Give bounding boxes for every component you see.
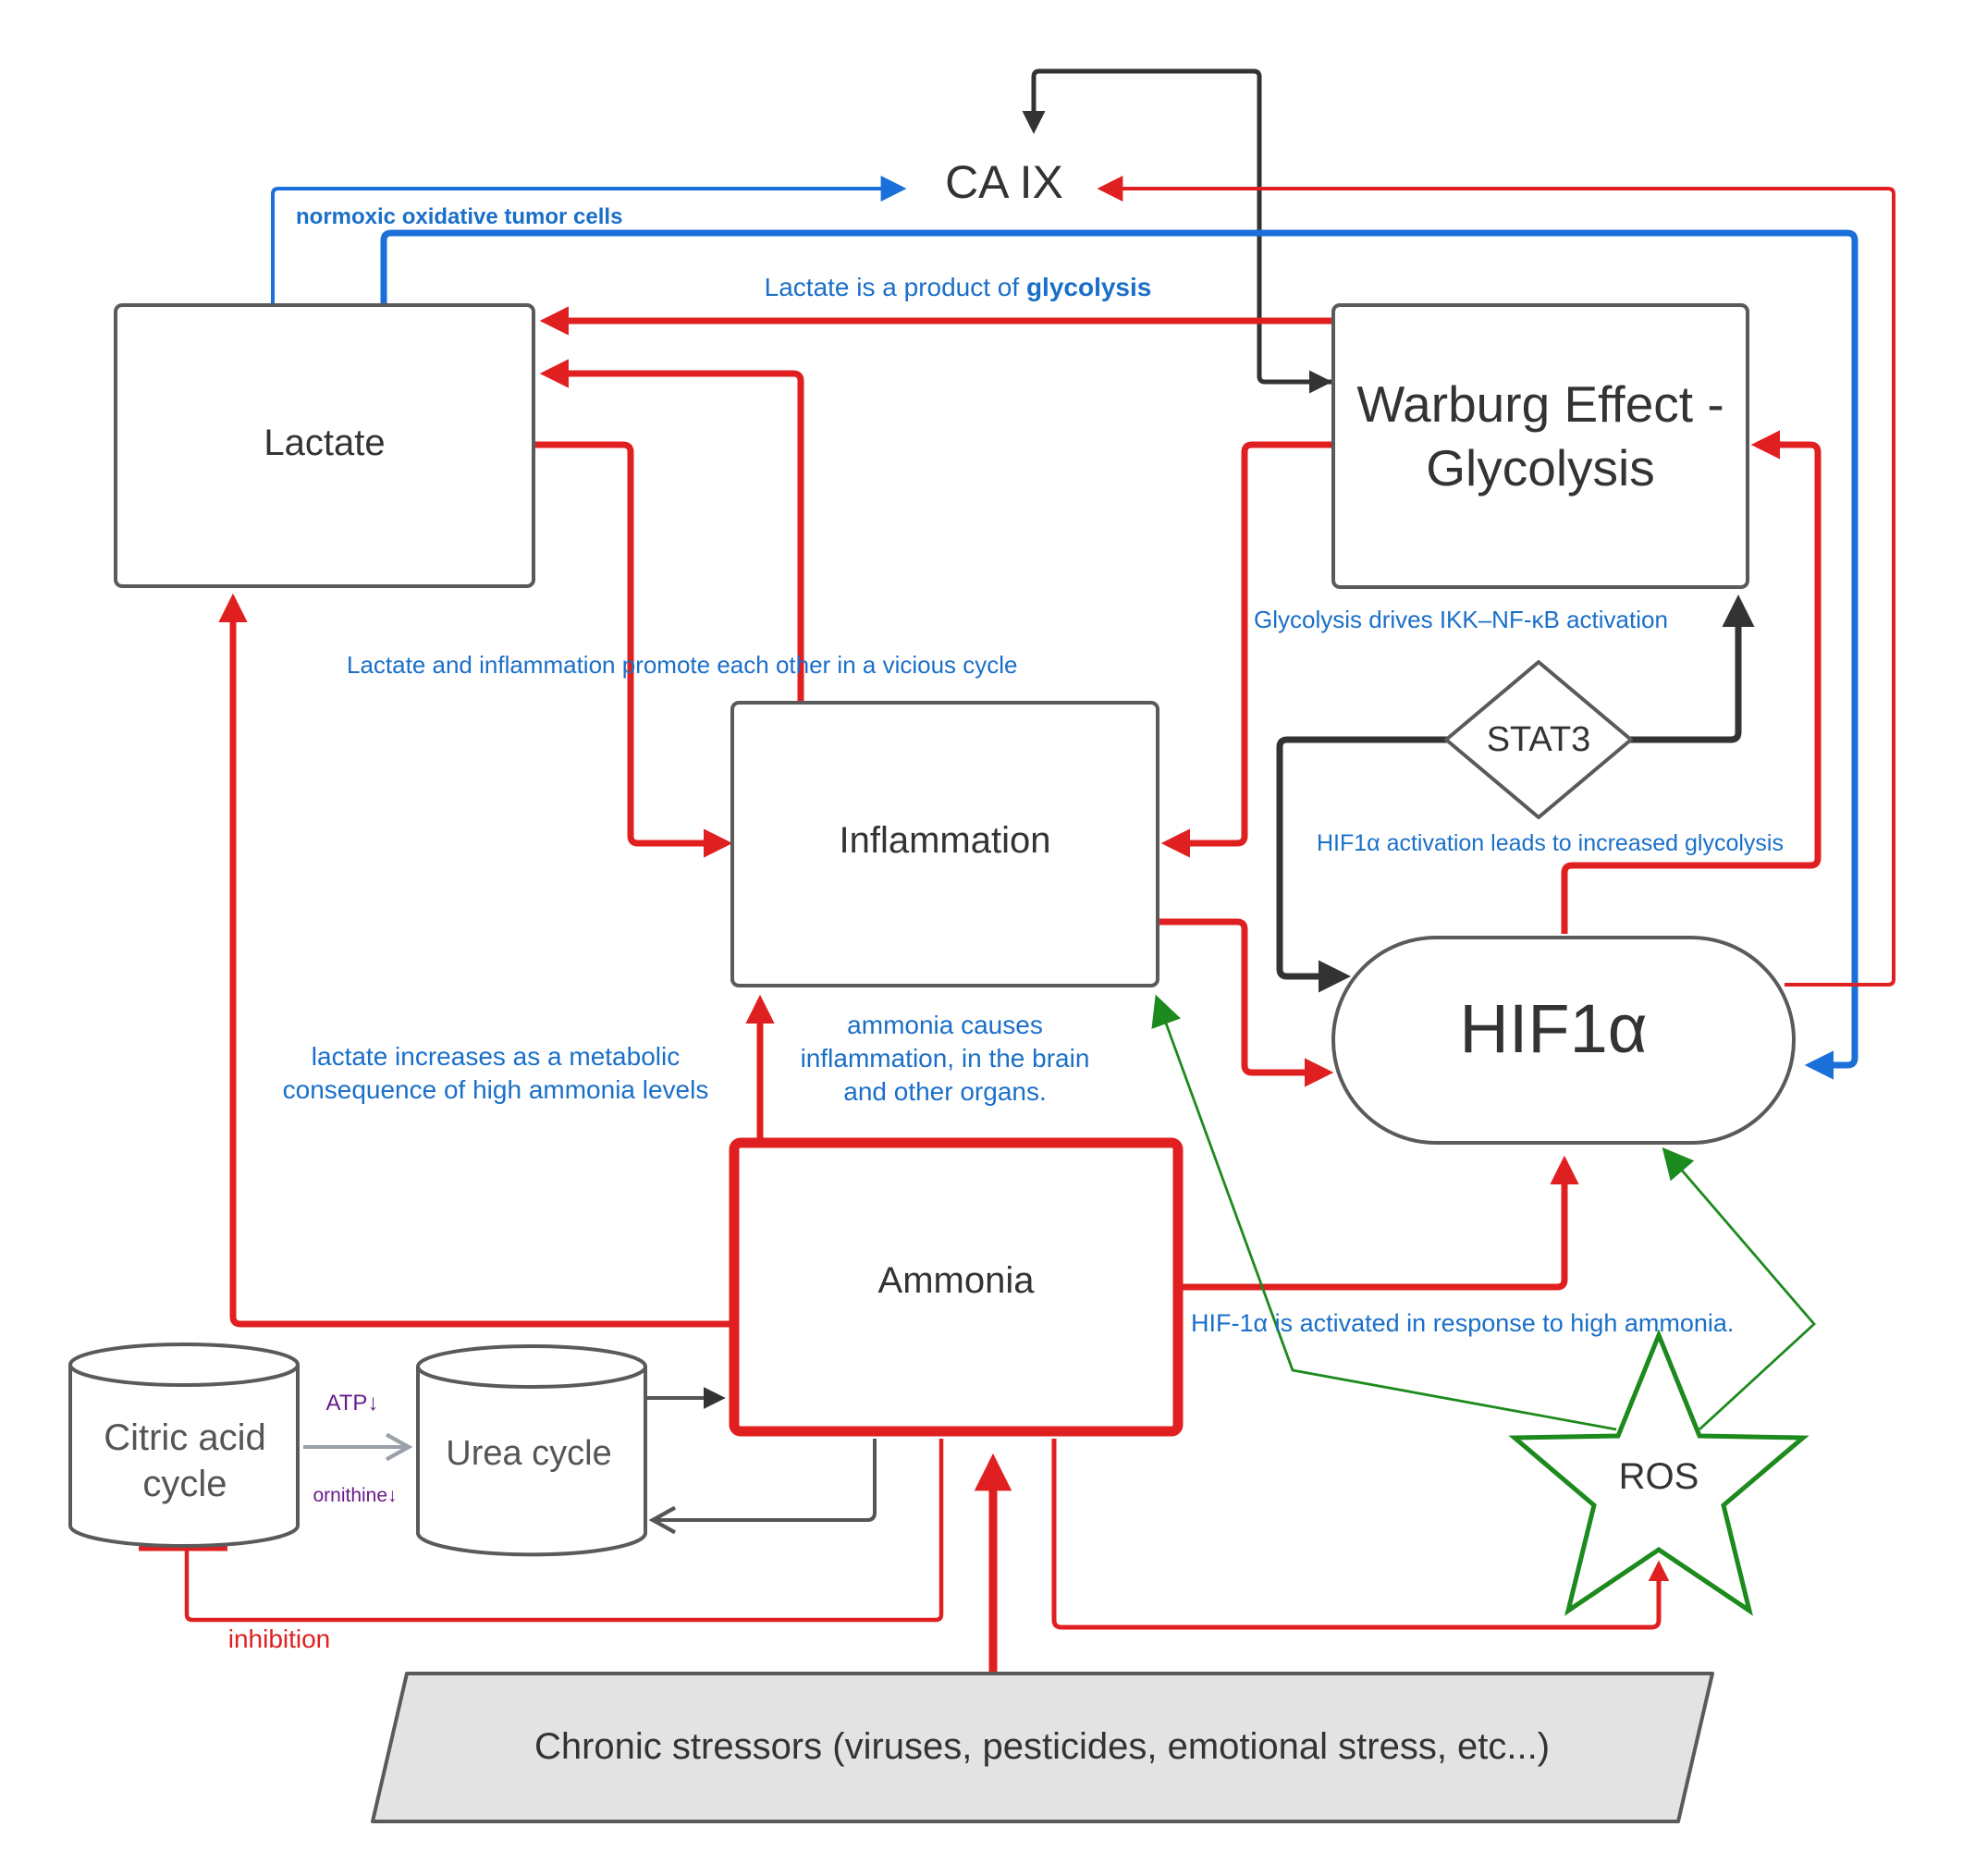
edge-inflammation-lactate — [539, 359, 804, 701]
node-warburg[interactable]: Warburg Effect - Glycolysis — [1331, 303, 1749, 589]
node-inflammation[interactable]: Inflammation — [730, 701, 1159, 987]
node-ros-label: ROS — [1619, 1456, 1699, 1497]
edge-lactate-inflammation — [534, 441, 733, 858]
node-citric-acid-cycle[interactable]: Citric acid cycle — [68, 1343, 300, 1548]
node-lactate[interactable]: Lactate — [114, 303, 535, 588]
annotation-inhibition: inhibition — [228, 1625, 331, 1653]
edge-ammonia-hif1a — [1182, 1155, 1579, 1291]
node-lactate-label: Lactate — [264, 423, 385, 463]
edge-hif1a-caix — [1097, 176, 1895, 987]
annotation-ornithine: ornithine↓ — [313, 1485, 397, 1506]
node-ros[interactable]: ROS — [1508, 1329, 1809, 1616]
annotation-lactate-increases-line2: consequence of high ammonia levels — [283, 1075, 709, 1104]
annotation-ammonia-causes-line2: inflammation, in the brain — [801, 1044, 1090, 1073]
annotation-lactate-product-bold: glycolysis — [1026, 273, 1151, 301]
node-urea-cycle[interactable]: Urea cycle — [416, 1344, 647, 1557]
annotation-vicious-cycle: Lactate and inflammation promote each ot… — [347, 651, 1018, 679]
node-caix-label[interactable]: CA IX — [945, 156, 1063, 208]
node-citric-label-line2: cycle — [142, 1464, 227, 1504]
node-citric-label-line1: Citric acid — [104, 1417, 266, 1458]
node-inflammation-label: Inflammation — [840, 820, 1051, 861]
edge-stat3-hif1a — [1276, 736, 1448, 993]
node-warburg-label-line2: Glycolysis — [1426, 439, 1655, 497]
node-hif1a[interactable]: HIF1α — [1331, 936, 1796, 1145]
node-ammonia-label: Ammonia — [878, 1260, 1036, 1301]
node-stat3-label: STAT3 — [1487, 720, 1591, 759]
edge-inflammation-hif1a — [1159, 918, 1334, 1087]
annotation-normoxic: normoxic oxidative tumor cells — [296, 204, 622, 229]
node-hif1a-label: HIF1α — [1459, 990, 1647, 1067]
edge-ammonia-ros — [1051, 1439, 1670, 1630]
annotation-atp: ATP↓ — [326, 1391, 379, 1416]
node-stat3[interactable]: STAT3 — [1444, 660, 1633, 819]
edge-ammonia-lactate — [218, 593, 730, 1328]
edge-ammonia-citric-inhibition — [184, 1439, 944, 1623]
node-ammonia[interactable]: Ammonia — [729, 1137, 1184, 1437]
annotation-hif1a-activated: HIF-1α is activated in response to high … — [1191, 1309, 1734, 1337]
annotation-lactate-product: Lactate is a product of glycolysis — [765, 273, 1152, 301]
edge-ammonia-urea — [648, 1439, 877, 1535]
edge-ros-inflammation — [1151, 994, 1617, 1431]
annotation-hif1a-glycolysis: HIF1α activation leads to increased glyc… — [1317, 830, 1784, 856]
edge-hif1a-warburg — [1561, 430, 1822, 934]
edge-ros-hif1a — [1662, 1146, 1816, 1431]
node-urea-label: Urea cycle — [446, 1434, 612, 1473]
edge-lactate-caix — [271, 176, 907, 305]
annotation-ammonia-causes-line3: and other organs. — [843, 1077, 1047, 1106]
edge-stat3-warburg — [1629, 595, 1755, 743]
node-chronic-stressors[interactable]: Chronic stressors (viruses, pesticides, … — [371, 1672, 1714, 1823]
edge-warburg-caix — [1022, 68, 1331, 385]
annotation-lactate-product-prefix: Lactate is a product of — [765, 273, 1020, 301]
annotation-ammonia-causes-line1: ammonia causes — [847, 1011, 1043, 1039]
edge-lactate-hif1a — [380, 229, 1858, 1080]
node-warburg-label-line1: Warburg Effect - — [1356, 375, 1724, 433]
node-stressors-label: Chronic stressors (viruses, pesticides, … — [534, 1726, 1550, 1767]
edge-warburg-inflammation — [1160, 441, 1331, 858]
annotation-glycolysis-drives: Glycolysis drives IKK–NF-κB activation — [1254, 606, 1668, 633]
annotation-lactate-increases-line1: lactate increases as a metabolic — [312, 1042, 680, 1071]
